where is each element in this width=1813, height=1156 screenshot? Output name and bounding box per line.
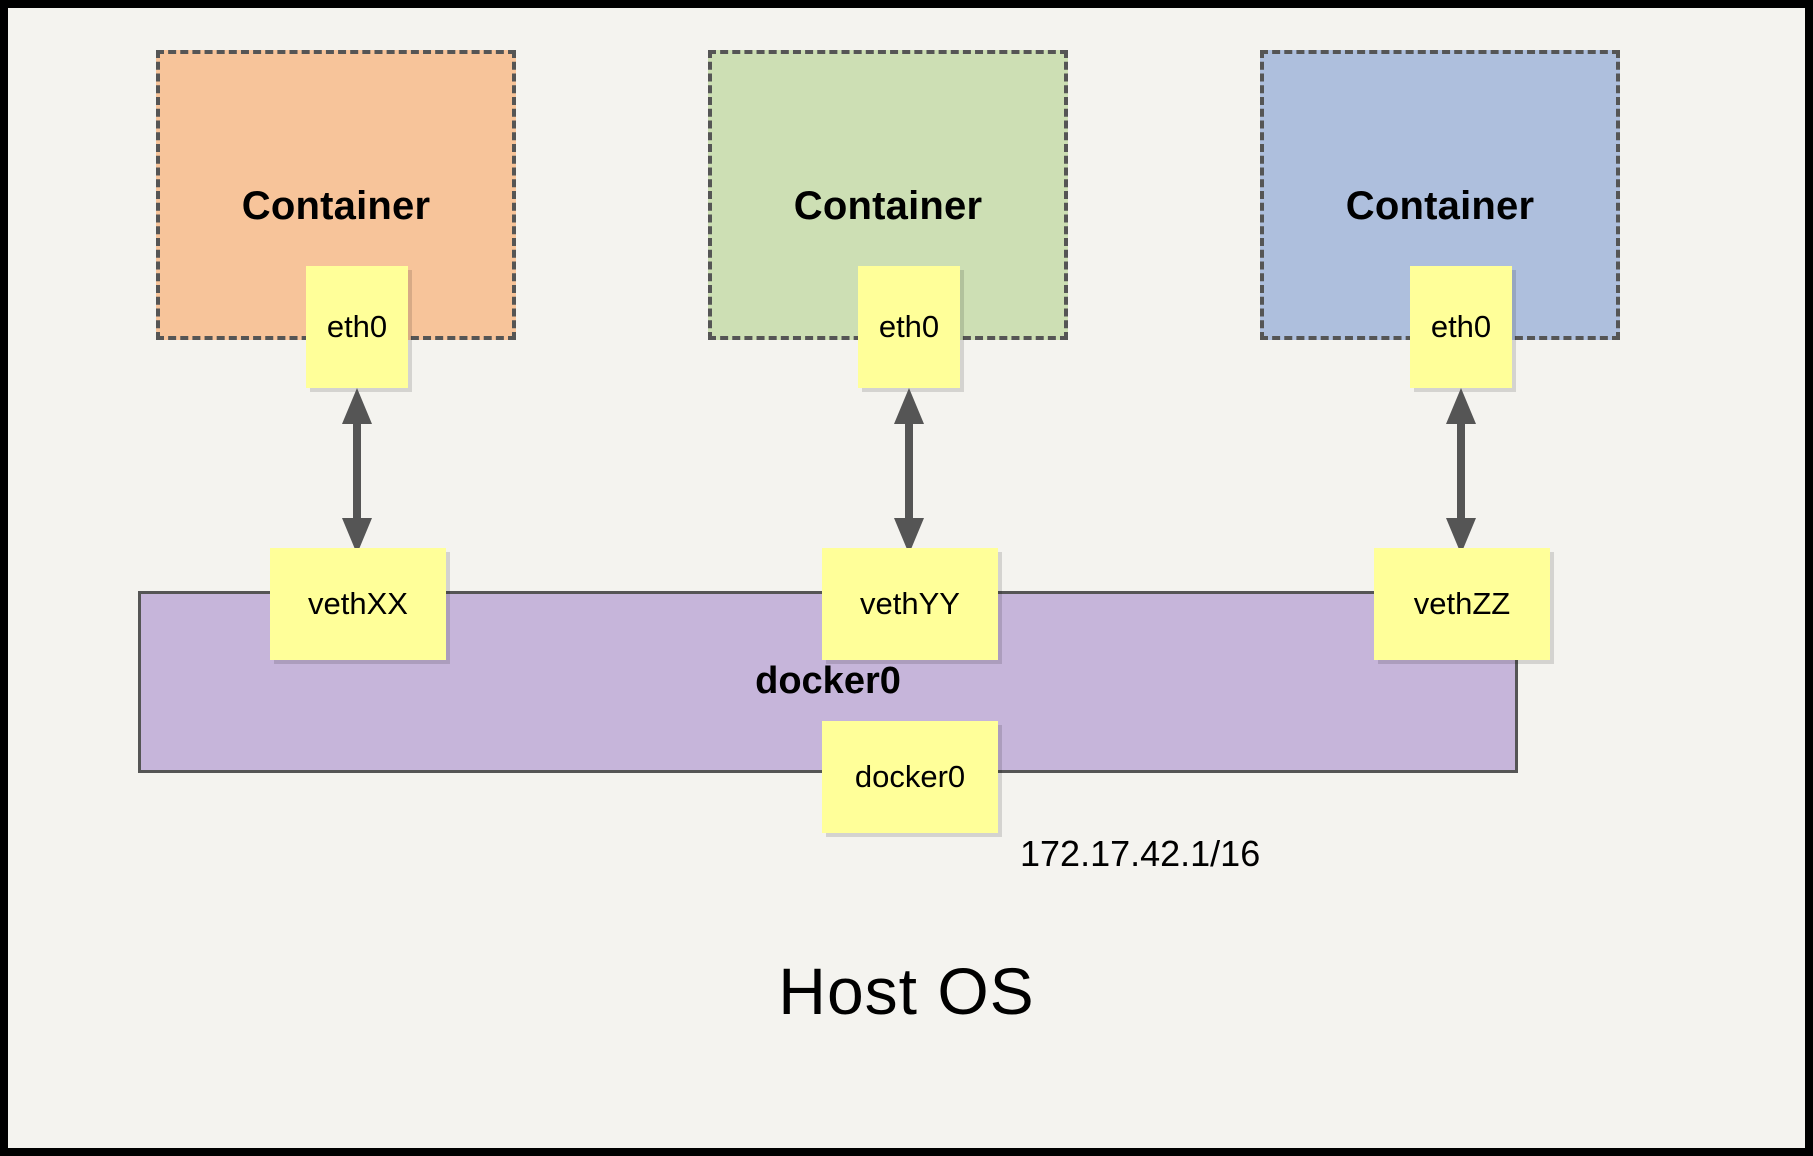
container-eth0-label-1: eth0 (326, 309, 388, 344)
veth-label-3: vethZZ (1413, 586, 1511, 621)
container-eth0-label-3: eth0 (1430, 309, 1492, 344)
container-eth0-3[interactable]: eth0 (1410, 266, 1512, 388)
container-title-3: Container (1345, 184, 1535, 228)
docker0-bridge-label: docker0 (755, 660, 901, 702)
veth-label-2: vethYY (860, 586, 960, 621)
veth-arrow-3 (1446, 388, 1476, 554)
docker0-ip-address: 172.17.42.1/16 (1020, 833, 1261, 874)
veth-box-2[interactable]: vethYY (822, 548, 998, 660)
veth-label-1: vethXX (308, 586, 408, 621)
container-title-1: Container (241, 184, 431, 228)
host-os-region: Container eth0 Container eth0 Container … (8, 8, 1805, 1148)
veth-arrow-1 (342, 388, 372, 554)
host-os-title: Host OS (778, 954, 1035, 1028)
veth-box-3[interactable]: vethZZ (1374, 548, 1550, 660)
container-eth0-label-2: eth0 (878, 309, 940, 344)
container-eth0-1[interactable]: eth0 (306, 266, 408, 388)
docker0-interface-box[interactable]: docker0 (822, 721, 998, 833)
container-eth0-2[interactable]: eth0 (858, 266, 960, 388)
veth-arrow-2 (894, 388, 924, 554)
veth-box-1[interactable]: vethXX (270, 548, 446, 660)
container-title-2: Container (793, 184, 983, 228)
docker0-interface-label: docker0 (854, 759, 966, 794)
